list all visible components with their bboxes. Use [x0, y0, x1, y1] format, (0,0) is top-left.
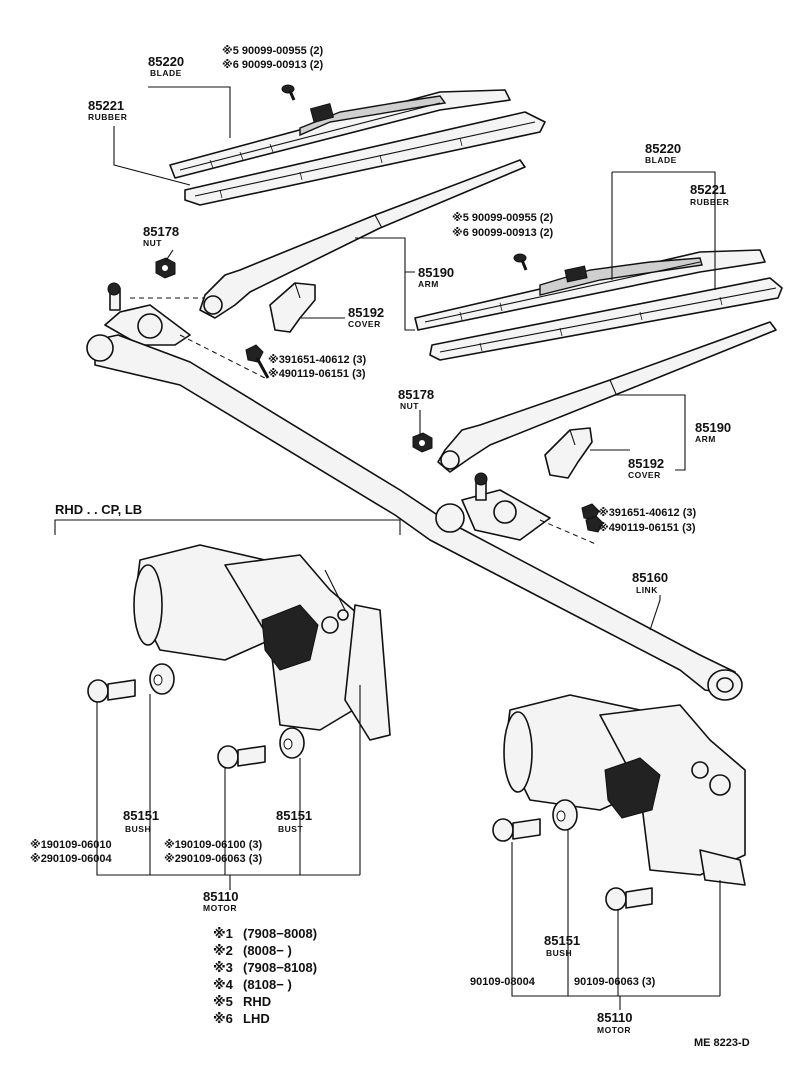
- upper-left-arm: [199, 159, 526, 319]
- dash-upper-right-bolt: [539, 519, 599, 546]
- legend-text-5: RHD: [243, 994, 271, 1009]
- rhd-bush-left-name: BUSH: [125, 824, 151, 834]
- upper-right-rubber: [429, 277, 783, 361]
- upper-right-cover: [544, 427, 593, 479]
- ur-rubber-name: RUBBER: [690, 197, 729, 207]
- rhd-bush-left-screw: [87, 679, 136, 703]
- upper-left-bolt: [245, 344, 270, 379]
- upper-right-nut: [412, 432, 433, 453]
- ur-screw-1: ※5 90099-00955 (2): [452, 212, 554, 224]
- rhd-bush-left-code-1: ※190109-06010: [30, 839, 112, 851]
- legend-text-2: (8008− ): [243, 943, 292, 958]
- upper-right-arm: [437, 321, 777, 473]
- ur-screw-2: ※6 90099-00913 (2): [452, 227, 554, 239]
- upper-left-screw: [281, 84, 296, 101]
- leader-lines: [54, 86, 721, 1010]
- rhd-bush-right-screw: [217, 745, 266, 769]
- legend-mark-2: ※2: [213, 943, 233, 958]
- ul-rubber-part: 85221: [88, 98, 124, 113]
- rhd-heading: RHD . . CP, LB: [55, 502, 142, 517]
- rhd-bush-right-code-1: ※190109-06100 (3): [164, 839, 262, 851]
- ul-cover-part: 85192: [348, 305, 384, 320]
- ul-arm-name: ARM: [418, 279, 439, 289]
- ur-cover-name: COVER: [628, 470, 661, 480]
- ur-blade-part: 85220: [645, 141, 681, 156]
- ur-cover-part: 85192: [628, 456, 664, 471]
- link-part: 85160: [632, 570, 668, 585]
- legend-mark-4: ※4: [213, 977, 234, 992]
- legend: ※1 (7908−8008) ※2 (8008− ) ※3 (7908−8108…: [213, 926, 317, 1026]
- ul-nut-part: 85178: [143, 224, 179, 239]
- dash-upper-left-bolt: [179, 334, 266, 379]
- ur-blade-name: BLADE: [645, 155, 677, 165]
- rhd-bush-right-name: BUST: [278, 824, 303, 834]
- rhd-motor-name: MOTOR: [203, 903, 237, 913]
- legend-mark-1: ※1: [213, 926, 233, 941]
- rhd-bush-left-code-2: ※290109-06004: [30, 853, 113, 865]
- lower-right-bush: [552, 799, 578, 831]
- rhd-motor-part: 85110: [203, 889, 238, 904]
- ul-cover-name: COVER: [348, 319, 381, 329]
- ul-bolt-2: ※490119-06151 (3): [268, 368, 366, 380]
- ul-arm-part: 85190: [418, 265, 454, 280]
- lower-right-screw: [492, 818, 541, 842]
- lr-bush-name: BUSH: [546, 948, 572, 958]
- ur-rubber-part: 85221: [690, 182, 726, 197]
- legend-mark-6: ※6: [213, 1011, 233, 1026]
- ul-bolt-1: ※391651-40612 (3): [268, 354, 366, 366]
- ul-blade-name: BLADE: [150, 68, 182, 78]
- rhd-bush-left-part: 85151: [123, 808, 159, 823]
- upper-left-cover: [269, 282, 316, 333]
- link-name: LINK: [636, 585, 658, 595]
- upper-right-screw: [513, 253, 528, 271]
- ul-screw-1: ※5 90099-00955 (2): [222, 45, 324, 57]
- lr-bush-part: 85151: [544, 933, 580, 948]
- rhd-bush-right-part: 85151: [276, 808, 312, 823]
- lr-code-right: 90109-06063 (3): [574, 976, 656, 988]
- upper-right-wiper-blade: [414, 249, 766, 331]
- link-assembly: [86, 334, 743, 701]
- upper-left-rubber: [184, 111, 546, 206]
- lower-right-screw-2: [605, 887, 653, 911]
- rhd-bush-right: [279, 727, 305, 759]
- figure-code: ME 8223-D: [694, 1037, 750, 1049]
- legend-text-1: (7908−8008): [243, 926, 317, 941]
- lr-motor-name: MOTOR: [597, 1025, 631, 1035]
- rhd-bush-right-code-2: ※290109-06063 (3): [164, 853, 262, 865]
- upper-right-bolt: [581, 503, 604, 533]
- legend-mark-3: ※3: [213, 960, 233, 975]
- ul-screw-2: ※6 90099-00913 (2): [222, 59, 324, 71]
- upper-left-nut: [155, 257, 176, 279]
- upper-left-wiper-blade: [169, 89, 511, 179]
- rhd-motor: [133, 544, 391, 741]
- ul-rubber-name: RUBBER: [88, 112, 127, 122]
- ur-nut-name: NUT: [400, 401, 419, 411]
- legend-text-3: (7908−8108): [243, 960, 317, 975]
- ul-blade-part: 85220: [148, 54, 184, 69]
- ur-bolt-2: ※490119-06151 (3): [598, 522, 696, 534]
- legend-text-4: (8108− ): [243, 977, 292, 992]
- ur-arm-part: 85190: [695, 420, 731, 435]
- lr-motor-part: 85110: [597, 1010, 632, 1025]
- lower-right-motor: [503, 694, 746, 886]
- lr-code-left: 90109-08004: [470, 976, 536, 988]
- ur-bolt-1: ※391651-40612 (3): [598, 507, 696, 519]
- legend-mark-5: ※5: [213, 994, 233, 1009]
- rhd-bush-left: [149, 663, 175, 695]
- legend-text-6: LHD: [243, 1011, 270, 1026]
- ur-nut-part: 85178: [398, 387, 434, 402]
- ur-arm-name: ARM: [695, 434, 716, 444]
- ul-nut-name: NUT: [143, 238, 162, 248]
